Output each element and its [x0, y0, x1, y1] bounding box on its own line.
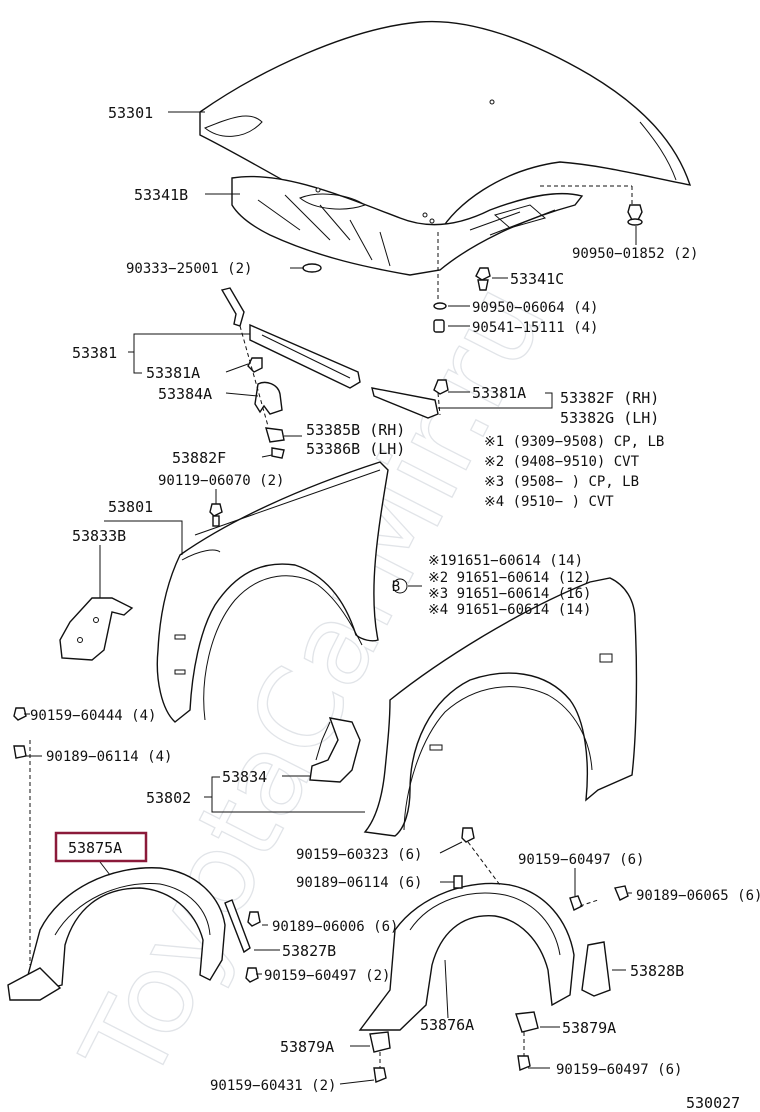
- highlighted-part-53875A[interactable]: 53875A: [54, 831, 148, 863]
- label-53381A-1[interactable]: 53381A: [146, 364, 200, 382]
- part-labels: 53301 53341B 90950−01852 (2) 90333−25001…: [30, 104, 760, 1094]
- bolt-variants: B ※191651−60614 (14) ※2 91651−60614 (12)…: [392, 553, 592, 618]
- fender-53801[interactable]: [156, 461, 389, 723]
- label-53301[interactable]: 53301: [108, 104, 153, 122]
- bolt-variant-4[interactable]: ※4 91651−60614 (14): [428, 602, 591, 618]
- label-53381A-2[interactable]: 53381A: [472, 384, 526, 402]
- label-53801[interactable]: 53801: [108, 498, 153, 516]
- label-53882F[interactable]: 53882F: [172, 449, 226, 467]
- label-90541-15111[interactable]: 90541−15111 (4): [472, 320, 598, 336]
- label-53382F[interactable]: 53382F (RH): [560, 389, 659, 407]
- label-90119-06070[interactable]: 90119−06070 (2): [158, 473, 284, 489]
- label-53802[interactable]: 53802: [146, 789, 191, 807]
- label-53386B[interactable]: 53386B (LH): [306, 440, 405, 458]
- label-90333-25001[interactable]: 90333−25001 (2): [126, 261, 252, 277]
- diagram-id: 530027: [686, 1094, 740, 1112]
- label-53384A[interactable]: 53384A: [158, 385, 212, 403]
- label-90159-60431[interactable]: 90159−60431 (2): [210, 1078, 336, 1094]
- hood-lock-support-53381[interactable]: [220, 287, 449, 459]
- label-53875A[interactable]: 53875A: [68, 839, 122, 857]
- label-53827B[interactable]: 53827B: [282, 942, 336, 960]
- label-90189-06006[interactable]: 90189−06006 (6): [272, 919, 398, 935]
- fender-liner-53875A[interactable]: [7, 867, 226, 1001]
- label-53834[interactable]: 53834: [222, 768, 267, 786]
- bolt-variant-3[interactable]: ※3 91651−60614 (16): [428, 586, 591, 602]
- note-2: ※2 (9408−9510) CVT: [484, 454, 640, 470]
- note-4: ※4 (9510− ) CVT: [484, 494, 614, 510]
- note-1: ※1 (9309−9508) CP, LB: [484, 434, 664, 450]
- bracket-53834[interactable]: [309, 717, 361, 783]
- label-53341C[interactable]: 53341C: [510, 270, 564, 288]
- label-90159-60497-c[interactable]: 90159−60497 (6): [556, 1062, 682, 1078]
- label-90950-06064[interactable]: 90950−06064 (4): [472, 300, 598, 316]
- leader-lines: [24, 111, 637, 1085]
- label-53876A[interactable]: 53876A: [420, 1016, 474, 1034]
- hood-fasteners[interactable]: [302, 204, 643, 333]
- highlight-box: [54, 831, 148, 863]
- label-53879A-2[interactable]: 53879A: [280, 1038, 334, 1056]
- label-90159-60497-a[interactable]: 90159−60497 (6): [518, 852, 644, 868]
- bracket-53833B[interactable]: [59, 597, 134, 661]
- label-90189-06114-b[interactable]: 90189−06114 (6): [296, 875, 422, 891]
- label-90159-60497-b[interactable]: 90159−60497 (2): [264, 968, 390, 984]
- fender-liner-53876A[interactable]: [358, 882, 575, 1031]
- fender-53802[interactable]: [363, 577, 638, 837]
- label-53879A-1[interactable]: 53879A: [562, 1019, 616, 1037]
- label-90950-01852[interactable]: 90950−01852 (2): [572, 246, 698, 262]
- label-53381[interactable]: 53381: [72, 344, 117, 362]
- label-53828B[interactable]: 53828B: [630, 962, 684, 980]
- label-53382G[interactable]: 53382G (LH): [560, 409, 659, 427]
- hood-inner-53341B[interactable]: [231, 175, 584, 276]
- model-notes: ※1 (9309−9508) CP, LB ※2 (9408−9510) CVT…: [484, 434, 664, 510]
- label-90189-06114-a[interactable]: 90189−06114 (4): [46, 749, 172, 765]
- label-53385B[interactable]: 53385B (RH): [306, 421, 405, 439]
- liner-fasteners[interactable]: [224, 827, 629, 1083]
- fender-bolts[interactable]: [13, 503, 408, 759]
- bolt-marker: B: [392, 579, 400, 595]
- note-3: ※3 (9508− ) CP, LB: [484, 474, 639, 490]
- label-90159-60323[interactable]: 90159−60323 (6): [296, 847, 422, 863]
- label-53341B[interactable]: 53341B: [134, 186, 188, 204]
- label-90189-06065[interactable]: 90189−06065 (6): [636, 888, 760, 904]
- label-90159-60444[interactable]: 90159−60444 (4): [30, 708, 156, 724]
- bolt-variant-1[interactable]: ※191651−60614 (14): [428, 553, 583, 569]
- bolt-variant-2[interactable]: ※2 91651−60614 (12): [428, 570, 591, 586]
- label-53833B[interactable]: 53833B: [72, 527, 126, 545]
